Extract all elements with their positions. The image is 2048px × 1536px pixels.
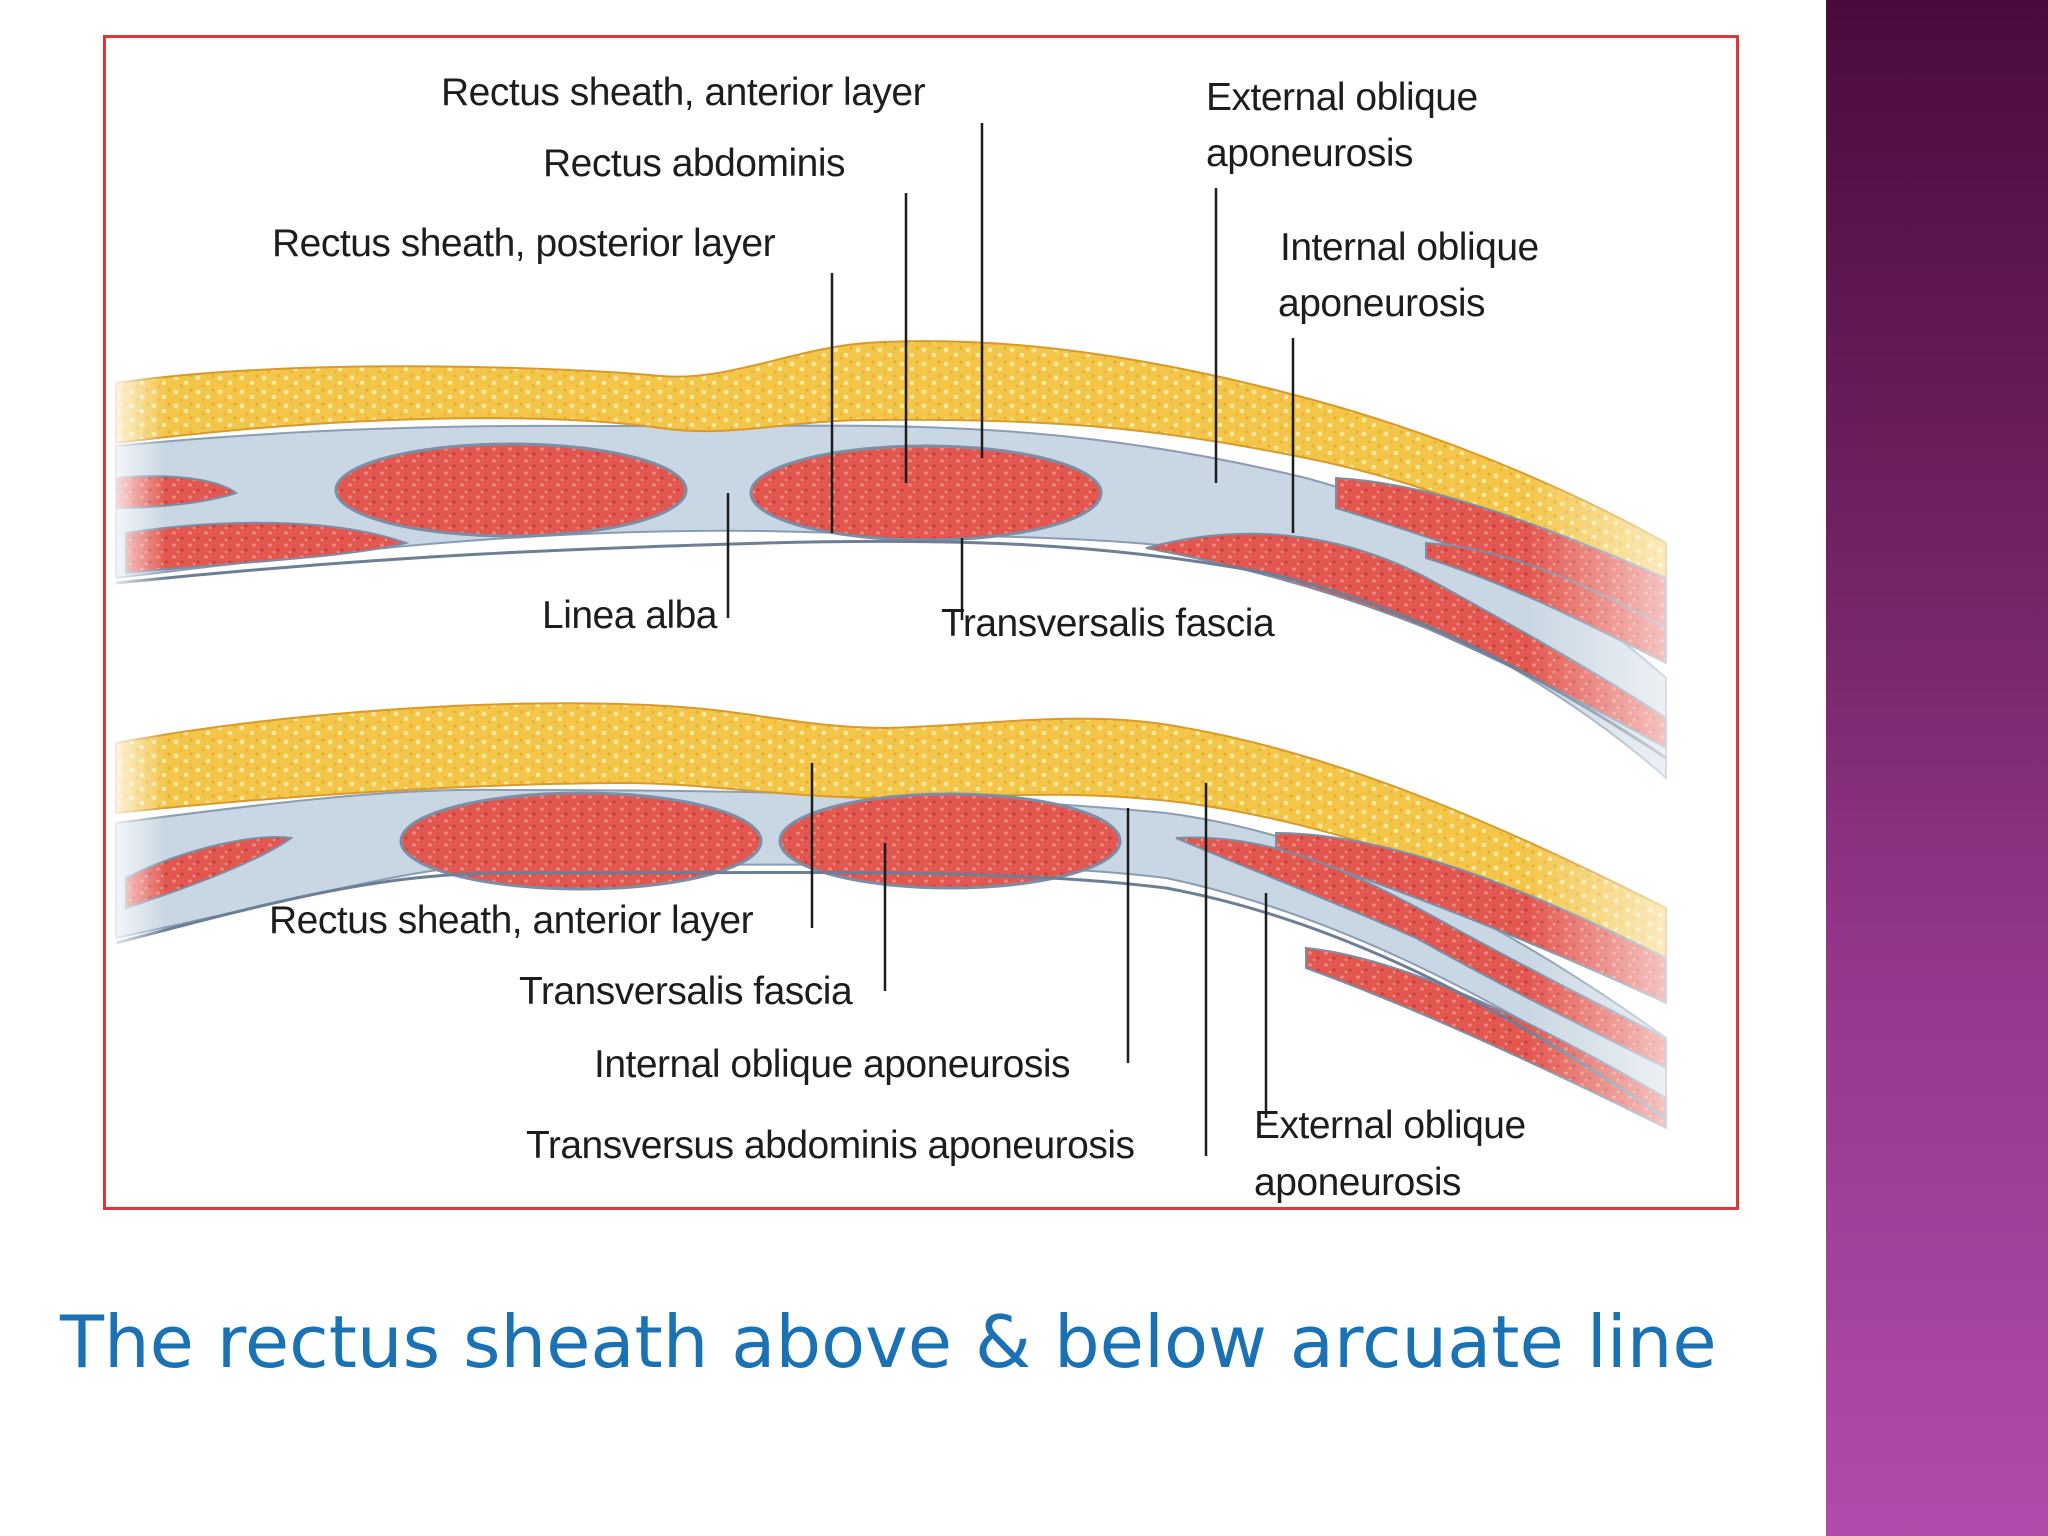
- bottom-transversalis-fascia-line: [115, 870, 1667, 1120]
- label-top-transversalis-fascia: Transversalis fascia: [941, 602, 1275, 645]
- left-edge-fade: [106, 338, 166, 988]
- label-top-rectus-sheath-anterior-layer: Rectus sheath, anterior layer: [441, 71, 926, 114]
- anatomy-figure: Rectus sheath, anterior layer Rectus abd…: [103, 35, 1739, 1210]
- label-top-external-oblique-line1: External oblique: [1206, 76, 1478, 119]
- label-bottom-transversus-abdominis-aponeurosis: Transversus abdominis aponeurosis: [526, 1124, 1135, 1167]
- top-rectus-abdominis-left: [334, 442, 688, 538]
- label-top-internal-oblique-line1: Internal oblique: [1280, 226, 1539, 269]
- label-bottom-internal-oblique-aponeurosis: Internal oblique aponeurosis: [594, 1043, 1071, 1086]
- label-top-internal-oblique-line2: aponeurosis: [1278, 282, 1485, 325]
- top-left-lateral-muscle: [125, 521, 410, 575]
- label-bottom-rectus-sheath-anterior-layer: Rectus sheath, anterior layer: [269, 899, 754, 942]
- label-bottom-external-oblique-line1: External oblique: [1254, 1104, 1526, 1147]
- bottom-left-lateral-muscle: [125, 836, 294, 910]
- top-transversalis-fascia-line: [115, 539, 1667, 760]
- label-bottom-external-oblique-line2: aponeurosis: [1254, 1161, 1461, 1204]
- right-edge-fade: [1526, 338, 1736, 1188]
- slide-caption: The rectus sheath above & below arcuate …: [60, 1300, 1717, 1384]
- bottom-rectus-abdominis-right: [778, 792, 1122, 890]
- label-top-rectus-sheath-posterior-layer: Rectus sheath, posterior layer: [272, 222, 776, 265]
- bottom-cross-section: [115, 702, 1667, 1130]
- label-top-external-oblique-line2: aponeurosis: [1206, 132, 1413, 175]
- label-top-rectus-abdominis: Rectus abdominis: [543, 142, 845, 185]
- rectus-sheath-diagram: [106, 123, 1736, 1188]
- label-bottom-transversalis-fascia: Transversalis fascia: [519, 970, 853, 1013]
- top-rectus-abdominis-right: [749, 444, 1103, 542]
- decorative-side-band: [1826, 0, 2048, 1536]
- leader-lines: [726, 123, 1295, 1156]
- label-top-linea-alba: Linea alba: [542, 594, 718, 637]
- bottom-rectus-abdominis-left: [399, 791, 763, 891]
